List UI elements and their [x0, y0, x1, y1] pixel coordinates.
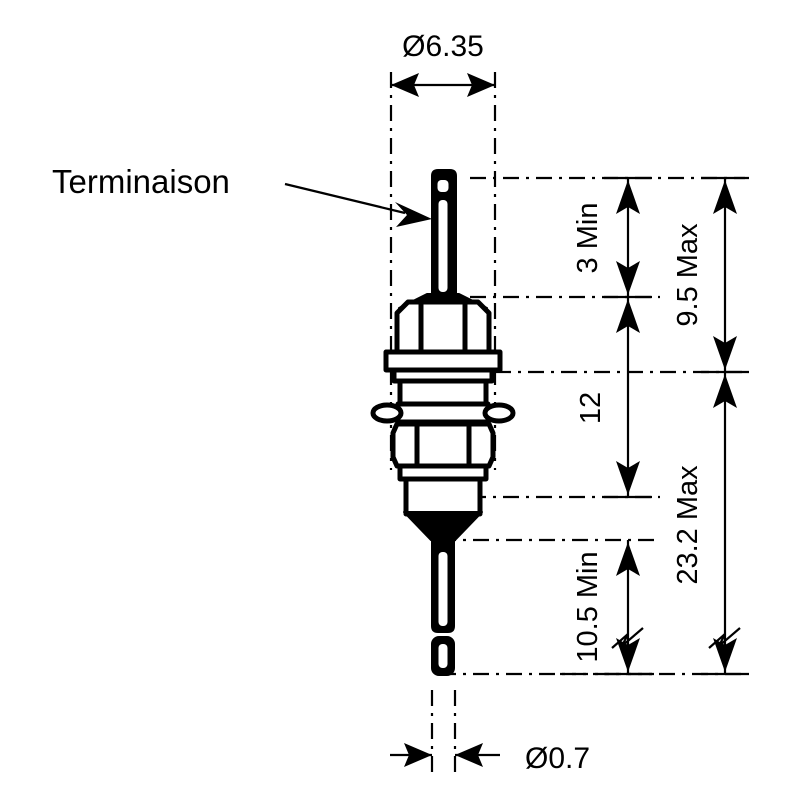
hex-cap-outline: [394, 299, 492, 358]
dim-label-top-lead: 3 Min: [572, 203, 604, 274]
dimension-lower-overall: 23.2 Max: [672, 372, 749, 676]
dimension-top-diameter: Ø6.35: [391, 30, 495, 97]
arrowhead-down: [713, 638, 737, 672]
dim-label-lower-overall: 23.2 Max: [672, 465, 704, 585]
dim-label-bottom-diameter: Ø0.7: [525, 742, 590, 775]
callout-terminaison: Terminaison: [52, 163, 432, 227]
arrowhead-up: [616, 299, 640, 333]
top-terminal-pin: [431, 169, 457, 295]
upper-flange-washer: [383, 349, 503, 373]
arrowhead-down: [616, 261, 640, 295]
tab-washer-ear-left: [370, 402, 404, 424]
bottom-pin-slot: [438, 552, 448, 626]
lower-thread: [403, 476, 483, 517]
arrowhead-left: [391, 73, 419, 97]
hex-nut-outline: [390, 421, 496, 469]
top-eyelet: [437, 180, 449, 192]
hex-nut: [390, 421, 496, 469]
dim-label-bottom-lead: 10.5 Min: [572, 551, 604, 662]
arrowhead-up: [713, 374, 737, 408]
leader-arrowhead-terminaison: [395, 202, 432, 227]
arrowhead-up: [616, 542, 640, 576]
top-pin-slot: [438, 200, 448, 292]
leader-line-terminaison: [284, 182, 406, 215]
arrowhead-right: [455, 743, 483, 767]
arrowhead-down: [616, 461, 640, 495]
arrowhead-left: [404, 743, 432, 767]
arrowhead-right: [467, 73, 495, 97]
bottom-pin-tail: [431, 636, 455, 676]
arrowhead-up: [713, 180, 737, 214]
dimension-bottom-lead: 10.5 Min: [572, 540, 652, 676]
dimension-bottom-diameter: Ø0.7: [390, 742, 590, 775]
bottom-pin-tail-slot: [438, 644, 448, 668]
arrowhead-down: [713, 336, 737, 370]
dim-label-top-diameter: Ø6.35: [402, 30, 484, 63]
dim-label-upper-overall: 9.5 Max: [672, 223, 704, 327]
dimension-body-length: 12: [575, 297, 652, 499]
tab-washer-ear-right: [482, 402, 516, 424]
dim-label-body-length: 12: [575, 392, 607, 424]
arrowhead-up: [616, 180, 640, 214]
bottom-terminal-pin: [431, 535, 455, 633]
break-symbol-lower-overall: [708, 627, 741, 649]
hex-cap: [394, 299, 492, 358]
part-geometry: [370, 169, 516, 676]
callout-label-terminaison: Terminaison: [52, 163, 230, 200]
tab-washer: [370, 401, 516, 425]
tab-washer-body: [395, 401, 491, 425]
break-symbol-bottom-lead: [611, 627, 644, 649]
arrowhead-down: [616, 638, 640, 672]
dimension-top-lead: 3 Min: [572, 176, 652, 299]
dimension-upper-overall: 9.5 Max: [672, 176, 749, 374]
